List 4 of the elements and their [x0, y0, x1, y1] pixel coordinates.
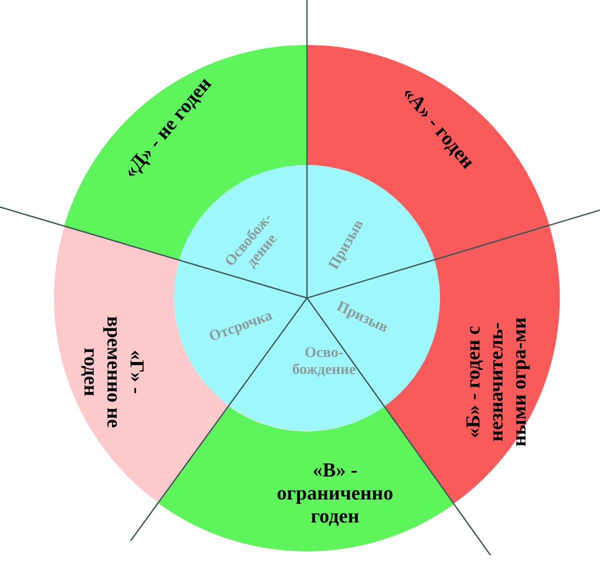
- outer-sector-label: «В» - ограниченно годен: [276, 459, 394, 528]
- outer-sector-label: «Г» - временно не годен: [78, 315, 148, 430]
- outer-sector-label: «Б» - годен с незначитель-ными огра-ми: [462, 316, 532, 449]
- inner-sector-label: Осво-бождение: [291, 344, 357, 380]
